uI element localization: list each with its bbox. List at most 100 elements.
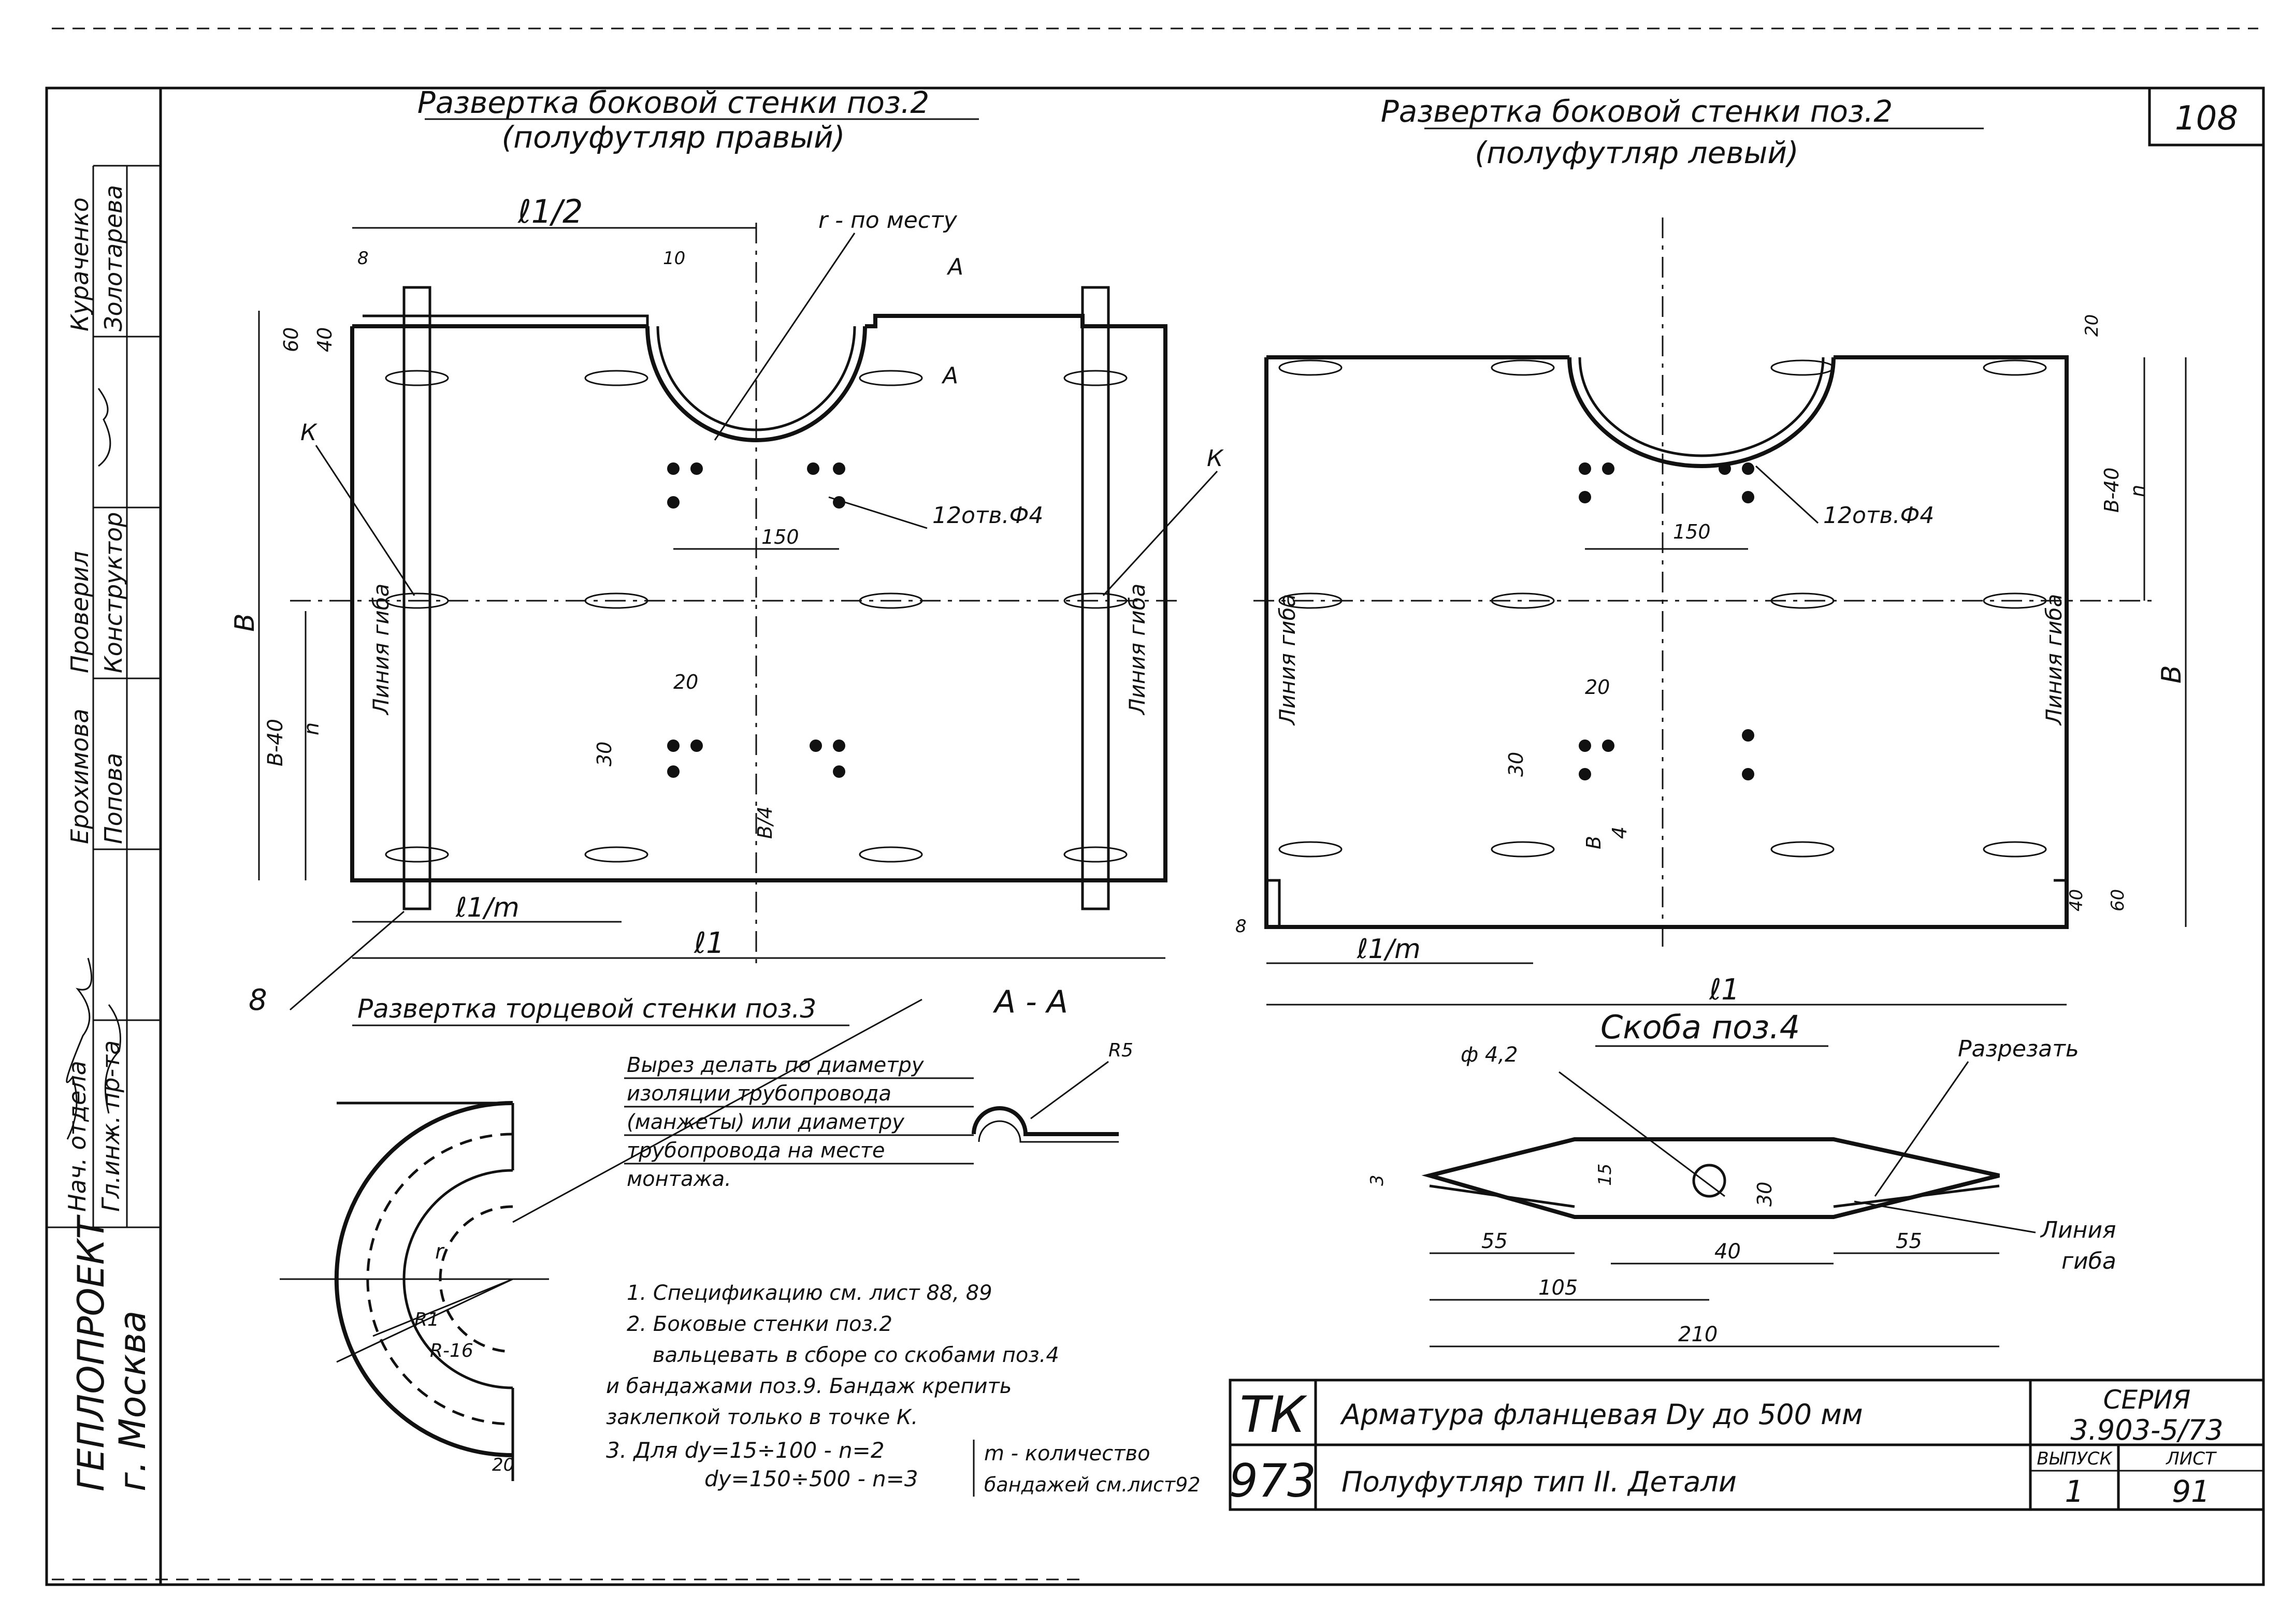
dim-l1-half: ℓ1/2: [517, 193, 583, 230]
bracket-d15: 15: [1595, 1164, 1615, 1186]
bracket-d40: 40: [1714, 1240, 1741, 1264]
dim-20-top: 20: [2082, 314, 2102, 337]
label-holes-right: 12отв.Ф4: [1823, 502, 1934, 529]
stamp-name-2: Ерохимова: [66, 708, 94, 844]
end-wall-d20: 20: [492, 1455, 514, 1475]
dim-b4: B/4: [754, 806, 776, 839]
bracket-view: Скоба поз.4 ф 4,2 Разрезать Линия гиба 3…: [1367, 1008, 2116, 1347]
section-a-top: А: [946, 254, 963, 280]
note-6: dy=150÷500 - n=3: [704, 1466, 918, 1491]
title-code-bottom: 973: [1229, 1454, 1316, 1507]
dim-n: n: [300, 722, 324, 735]
end-wall-title: Развертка торцевой стенки поз.3: [357, 994, 816, 1024]
dim-n-right: n: [2126, 485, 2149, 497]
bracket-d55-right: 55: [1896, 1229, 1922, 1253]
dim-30: 30: [593, 742, 616, 766]
note-7: m - количество: [984, 1442, 1150, 1466]
dim-150: 150: [761, 526, 799, 548]
dim-40: 40: [313, 327, 336, 352]
end-wall-r: r: [435, 1240, 445, 1264]
end-wall-view: 8 Развертка торцевой стенки поз.3 r R1 R…: [249, 910, 922, 1481]
cut-note-line-4: монтажа.: [627, 1167, 731, 1191]
dim-20: 20: [673, 671, 698, 693]
title-code-top: ТК: [1240, 1386, 1308, 1444]
label-k-left: К: [300, 419, 318, 446]
right-view-subtitle: (полуфутляр левый): [1475, 135, 1798, 170]
label-holes-left: 12отв.Ф4: [932, 502, 1043, 529]
section-aa: А - А R5: [972, 984, 1133, 1143]
sheet-number-box: [2148, 86, 2265, 147]
left-view-subtitle: (полуфутляр правый): [502, 120, 845, 155]
stamp-role-3: Конструктор: [99, 512, 127, 673]
stamp-name-3: Попова: [99, 753, 127, 844]
bracket-hole: [1692, 1164, 1726, 1198]
bracket-d55-left: 55: [1481, 1229, 1508, 1253]
stamp-name-4: Кураченко: [66, 197, 94, 331]
note-2: вальцевать в сборе со скобами поз.4: [653, 1343, 1059, 1367]
bracket-d210: 210: [1678, 1323, 1718, 1346]
title-sheet: 91: [2172, 1474, 2210, 1509]
cut-note-line-3: трубопровода на месте: [627, 1139, 885, 1163]
section-aa-profile: [972, 1106, 1119, 1136]
stamp-city: г. Москва: [111, 1311, 154, 1491]
note-0: 1. Спецификацию см. лист 88, 89: [627, 1281, 992, 1305]
title-line-2: Полуфутляр тип II. Детали: [1341, 1466, 1737, 1498]
bracket-line-label: Линия: [2040, 1217, 2116, 1243]
cut-note-line-1: изоляции трубопровода: [627, 1082, 891, 1106]
note-5: 3. Для dy=15÷100 - n=2: [606, 1438, 885, 1463]
stamp-role-0: Нач. отдела: [63, 1061, 91, 1212]
signature: [104, 1004, 121, 1114]
line-gib-label: Линия гиба: [368, 584, 394, 716]
sheet-number: 108: [2175, 99, 2238, 138]
dim-l1-m: ℓ1/m: [455, 892, 520, 923]
leader-8: 8: [249, 983, 267, 1017]
dim-b-right: B: [1582, 836, 1605, 849]
dim-l1-right: ℓ1: [1709, 973, 1740, 1007]
title-line-1: Арматура фланцевая Dy до 500 мм: [1340, 1398, 1863, 1431]
bracket-d30: 30: [1753, 1182, 1776, 1207]
dim-b: B: [229, 613, 261, 632]
left-outline: [350, 314, 1167, 882]
bracket-cut-label: Разрезать: [1958, 1036, 2079, 1062]
dim-b-right: B: [2156, 665, 2187, 684]
note-4: заклепкой только в точке К.: [606, 1405, 918, 1429]
band-right: [1081, 286, 1110, 910]
stamp-role-2: Проверил: [66, 551, 94, 673]
end-wall-r1: R1: [414, 1309, 439, 1330]
dim-20-right: 20: [1585, 676, 1610, 699]
title-issue-label: ВЫПУСК: [2037, 1448, 2113, 1469]
dim-b-40-right: B-40: [2100, 468, 2123, 513]
dim-10: 10: [663, 248, 685, 269]
title-series: 3.903-5/73: [2070, 1414, 2223, 1446]
right-cutout: [1567, 357, 1836, 468]
signature: [66, 958, 93, 1140]
bracket-outline: [1421, 1137, 2000, 1219]
note-1: 2. Боковые стенки поз.2: [627, 1312, 892, 1336]
dim-60: 60: [280, 327, 302, 352]
line-gib-label: Линия гиба: [2041, 594, 2067, 726]
signature: [97, 388, 111, 467]
label-r-po-mestu: r - по месту: [818, 207, 958, 234]
bracket-d105: 105: [1538, 1276, 1578, 1300]
title-series-label: СЕРИЯ: [2103, 1385, 2191, 1415]
section-aa-title: А - А: [992, 984, 1068, 1020]
dim-8: 8: [357, 248, 369, 269]
note-3: и бандажами поз.9. Бандаж крепить: [606, 1374, 1012, 1398]
dim-60-right: 60: [2108, 889, 2128, 911]
end-wall-r16: R-16: [430, 1340, 473, 1361]
stamp-role-1: Гл.инж. пр-та: [97, 1040, 125, 1212]
dim-l1-m-right: ℓ1/m: [1357, 934, 1421, 965]
dim-40-right: 40: [2066, 889, 2087, 911]
label-k-right: К: [1207, 445, 1224, 472]
dim-l1: ℓ1: [694, 926, 725, 960]
frame: [45, 86, 2265, 1586]
line-gib-label: Линия гиба: [1124, 584, 1150, 716]
note-8: бандажей см.лист92: [984, 1473, 1201, 1496]
side-stamp: Нач. отдела Гл.инж. пр-та Проверил Конст…: [47, 165, 161, 1491]
right-view: Развертка боковой стенки поз.2 (полуфутл…: [1235, 94, 2187, 1007]
right-view-title: Развертка боковой стенки поз.2: [1381, 94, 1893, 129]
dim-b-40: B-40: [264, 719, 287, 766]
notes: 1. Спецификацию см. лист 88, 89 2. Боков…: [606, 1281, 1201, 1497]
